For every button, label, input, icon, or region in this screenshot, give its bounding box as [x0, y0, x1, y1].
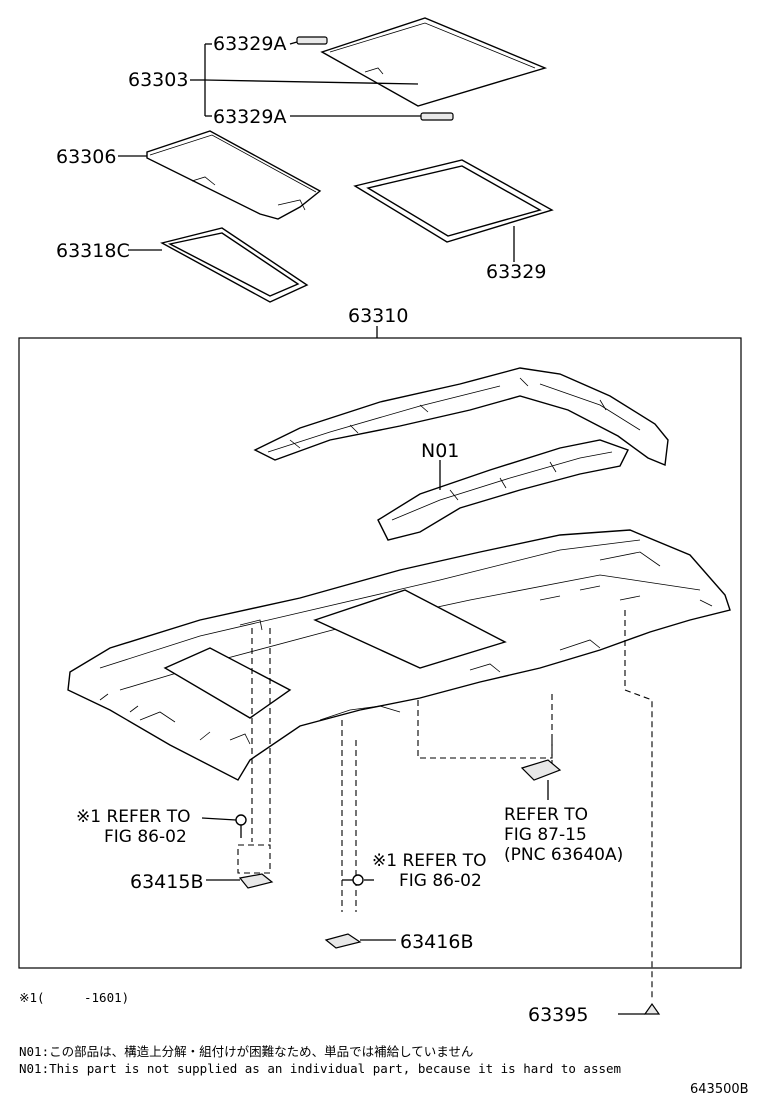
- right-ref-line2: FIG 87-15: [504, 825, 587, 845]
- footnote-1-value: -1601): [84, 990, 129, 1005]
- footnote-1-mark: ※1(: [19, 990, 45, 1005]
- label-63303: 63303: [128, 69, 188, 91]
- right-ref-line3: (PNC 63640A): [504, 845, 623, 865]
- leader-left-ref: [201, 817, 237, 821]
- label-63415B: 63415B: [130, 871, 203, 893]
- note-jp: N01:この部品は、構造上分解・組付けが困難なため、単品では補給していません: [19, 1044, 473, 1059]
- label-63306: 63306: [56, 146, 116, 168]
- label-63329A-top: 63329A: [213, 33, 286, 55]
- part-N01-trim: [377, 439, 629, 541]
- label-63416B: 63416B: [400, 931, 473, 953]
- label-63318C: 63318C: [56, 240, 130, 262]
- mid-ref-line1: ※1 REFER TO: [372, 851, 487, 871]
- part-headliner-panel: [67, 529, 731, 781]
- part-63395-clip: [643, 1002, 661, 1015]
- part-63640A-lamp: [520, 759, 562, 781]
- part-63318C-seal: [160, 227, 309, 303]
- right-ref-line1: REFER TO: [504, 805, 588, 825]
- label-N01: N01: [421, 440, 459, 462]
- part-upper-trim-rail: [253, 367, 669, 466]
- part-63416B-clip: [324, 874, 364, 949]
- part-63306-sunshade: [146, 130, 322, 220]
- label-63329A-bottom: 63329A: [213, 106, 286, 128]
- label-63310: 63310: [348, 305, 408, 327]
- part-63303-panel: [320, 17, 548, 107]
- leader-63303-bracket: [190, 41, 421, 117]
- diagram-code: 643500B: [690, 1082, 749, 1097]
- left-ref-line1: ※1 REFER TO: [76, 807, 191, 827]
- note-en: N01:This part is not supplied as an indi…: [19, 1061, 621, 1076]
- left-ref-line2: FIG 86-02: [104, 827, 187, 847]
- part-63415B-clip: [235, 814, 274, 889]
- label-63329: 63329: [486, 261, 546, 283]
- assembly-63310-box: [18, 337, 742, 969]
- part-63329A-strip-top: [296, 36, 328, 45]
- label-63395: 63395: [528, 1004, 588, 1026]
- part-63329-frame: [353, 159, 554, 243]
- mid-ref-line2: FIG 86-02: [399, 871, 482, 891]
- part-63329A-strip-bottom: [420, 112, 454, 121]
